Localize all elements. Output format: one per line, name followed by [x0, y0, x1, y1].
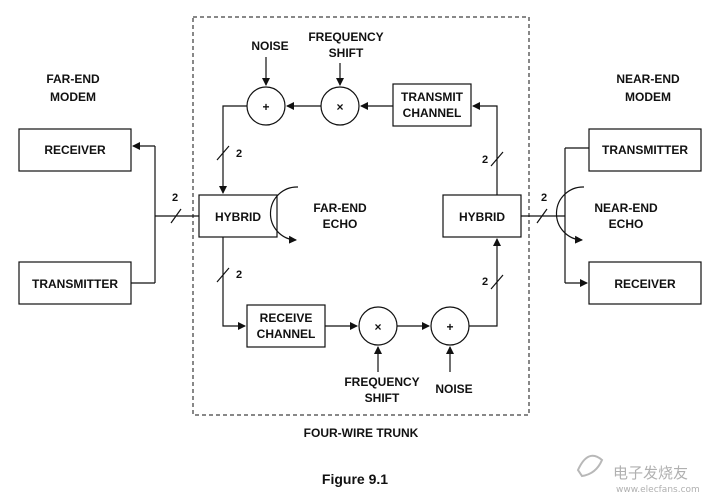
hybrid-left-label: HYBRID [215, 210, 261, 224]
transmit-channel-line2: CHANNEL [403, 106, 462, 120]
watermark-logo-icon [576, 454, 604, 478]
top-adder-symbol: + [262, 100, 269, 114]
near-end-transmitter-box [588, 128, 702, 172]
receive-channel-line1: RECEIVE [260, 311, 313, 325]
far-end-title-line1: FAR-END [46, 72, 100, 86]
left-hybrid-to-receive-arrow [222, 237, 246, 330]
far-end-receiver-label: RECEIVER [44, 143, 106, 157]
top-left-two-wire-count: 2 [236, 148, 242, 160]
four-wire-trunk-label: FOUR-WIRE TRUNK [304, 426, 419, 440]
freq-shift-top-line2: SHIFT [329, 46, 364, 60]
right-hybrid-to-transmit-arrow [472, 102, 498, 195]
near-end-echo-line1: NEAR-END [594, 201, 658, 215]
near-end-receiver-box [588, 261, 702, 305]
far-end-echo-line2: ECHO [323, 217, 358, 231]
bottom-right-two-wire-count: 2 [482, 276, 488, 288]
transmit-channel-box [392, 83, 472, 127]
near-end-echo-line2: ECHO [609, 217, 644, 231]
watermark: 电子发烧友 www.elecfans.com [576, 454, 700, 495]
far-end-two-wire-count: 2 [172, 192, 178, 204]
far-end-transmitter-box [18, 261, 132, 305]
figure-caption: Figure 9.1 [322, 471, 388, 487]
near-end-two-wire-tick [536, 208, 548, 224]
freq-shift-bottom-line2: SHIFT [365, 391, 400, 405]
freq-shift-bottom-line1: FREQUENCY [344, 375, 419, 389]
receive-channel-box [246, 304, 326, 348]
bottom-left-two-wire-count: 2 [236, 269, 242, 281]
near-end-title-line1: NEAR-END [616, 72, 680, 86]
receive-channel-line2: CHANNEL [257, 327, 316, 341]
bottom-multiplier-symbol: × [374, 320, 381, 334]
far-end-transmitter-label: TRANSMITTER [32, 277, 118, 291]
transmit-channel-line1: TRANSMIT [401, 90, 464, 104]
near-end-title-line2: MODEM [625, 90, 671, 104]
hybrid-right-box [442, 194, 522, 238]
far-end-title-line2: MODEM [50, 90, 96, 104]
adder-to-right-hybrid-arrow [469, 238, 501, 327]
noise-top-label: NOISE [251, 39, 288, 53]
noise-bottom-label: NOISE [435, 382, 472, 396]
watermark-text: 电子发烧友 [613, 464, 688, 482]
hybrid-right-label: HYBRID [459, 210, 505, 224]
top-multiplier-symbol: × [336, 100, 343, 114]
near-end-echo-arrow [555, 186, 585, 244]
far-end-echo-line1: FAR-END [313, 201, 367, 215]
bottom-adder-symbol: + [446, 320, 453, 334]
far-end-echo-arrow [269, 186, 299, 244]
freq-shift-top-line1: FREQUENCY [308, 30, 383, 44]
near-end-transmitter-label: TRANSMITTER [602, 143, 688, 157]
far-end-receiver-box [18, 128, 132, 172]
near-end-receiver-label: RECEIVER [614, 277, 676, 291]
hybrid-left-box [198, 194, 278, 238]
top-left-two-wire-tick [216, 145, 230, 161]
bottom-left-two-wire-tick [216, 267, 230, 283]
near-end-two-wire-count: 2 [541, 192, 547, 204]
watermark-url: www.elecfans.com [616, 485, 700, 495]
top-right-two-wire-tick [490, 151, 504, 167]
bottom-right-two-wire-tick [490, 274, 504, 290]
far-end-two-wire-tick [170, 208, 182, 224]
adder-to-left-hybrid-arrow [219, 105, 247, 194]
top-right-two-wire-count: 2 [482, 154, 488, 166]
